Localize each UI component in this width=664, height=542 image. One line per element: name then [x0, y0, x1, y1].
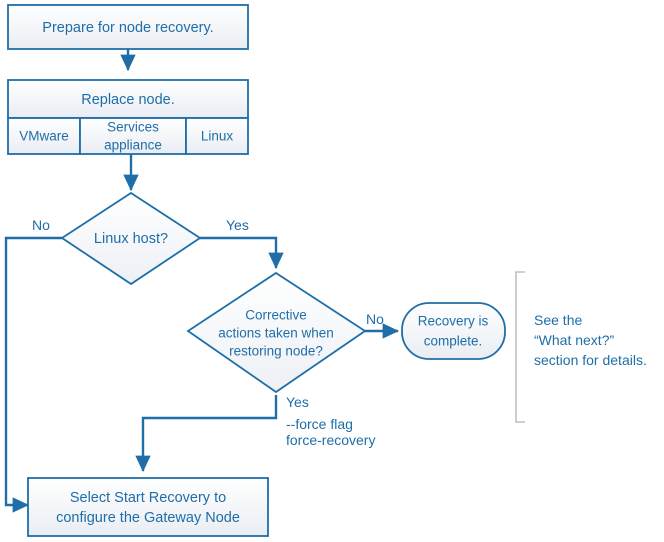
replace-option-services-appliance-cell [79, 117, 187, 155]
linux-host-label: Linux host? [94, 231, 168, 247]
decision-linux-host: Linux host? [60, 191, 202, 286]
node-recovery-complete: Recovery is complete. [401, 302, 506, 360]
corrective-actions-label-line1: Corrective [245, 308, 307, 323]
replace-option-services-appliance-label-line1: Services [107, 120, 159, 135]
replace-option-linux-label: Linux [201, 129, 234, 144]
start-recovery-label-line2: configure the Gateway Node [56, 510, 240, 526]
annotation-line2: “What next?” [534, 332, 614, 348]
node-replace-node: Replace node. VMware Services appliance … [7, 79, 249, 155]
annotation-bracket [515, 271, 525, 423]
edge-linuxhost-no [4, 236, 62, 513]
edge-label-linux-host-yes: Yes [226, 217, 249, 233]
connectors [4, 48, 399, 513]
bracket-line [515, 271, 525, 423]
annotation-line1: See the [534, 312, 582, 328]
recovery-complete-label-line2: complete. [424, 334, 483, 349]
annotation-note: See the “What next?” section for details… [534, 312, 647, 368]
replace-box [7, 79, 249, 119]
edge-label-linux-host-no: No [32, 217, 50, 233]
annotation-line3: section for details. [534, 352, 647, 368]
edge-linuxhost-yes [200, 236, 284, 269]
edge-label-corrective-yes: Yes [286, 394, 309, 410]
node-select-start-recovery: Select Start Recovery to configure the G… [27, 477, 269, 537]
edge-label-corrective-no: No [366, 311, 384, 327]
prepare-label: Prepare for node recovery. [42, 20, 213, 36]
corrective-actions-diamond [186, 271, 367, 394]
recovery-complete-box [401, 302, 506, 360]
edge-label-force-flag-line1: --force flag [286, 416, 353, 432]
replace-option-vmware-label: VMware [19, 129, 69, 144]
replace-label: Replace node. [81, 92, 175, 108]
corrective-actions-label-line2: actions taken when [218, 326, 334, 341]
replace-option-linux-cell [185, 117, 249, 155]
start-recovery-label-line1: Select Start Recovery to [70, 490, 226, 506]
node-prepare-for-node-recovery: Prepare for node recovery. [7, 4, 249, 50]
corrective-actions-label-line3: restoring node? [229, 344, 323, 359]
decision-corrective-actions: Corrective actions taken when restoring … [186, 271, 367, 394]
prepare-box [7, 4, 249, 50]
edge-corrective-yes [135, 395, 278, 472]
start-recovery-box [27, 477, 269, 537]
edge-label-force-flag-line2: force-recovery [286, 432, 375, 448]
recovery-complete-label-line1: Recovery is [418, 314, 489, 329]
replace-option-services-appliance-label-line2: appliance [104, 138, 162, 153]
linux-host-diamond [60, 191, 202, 286]
